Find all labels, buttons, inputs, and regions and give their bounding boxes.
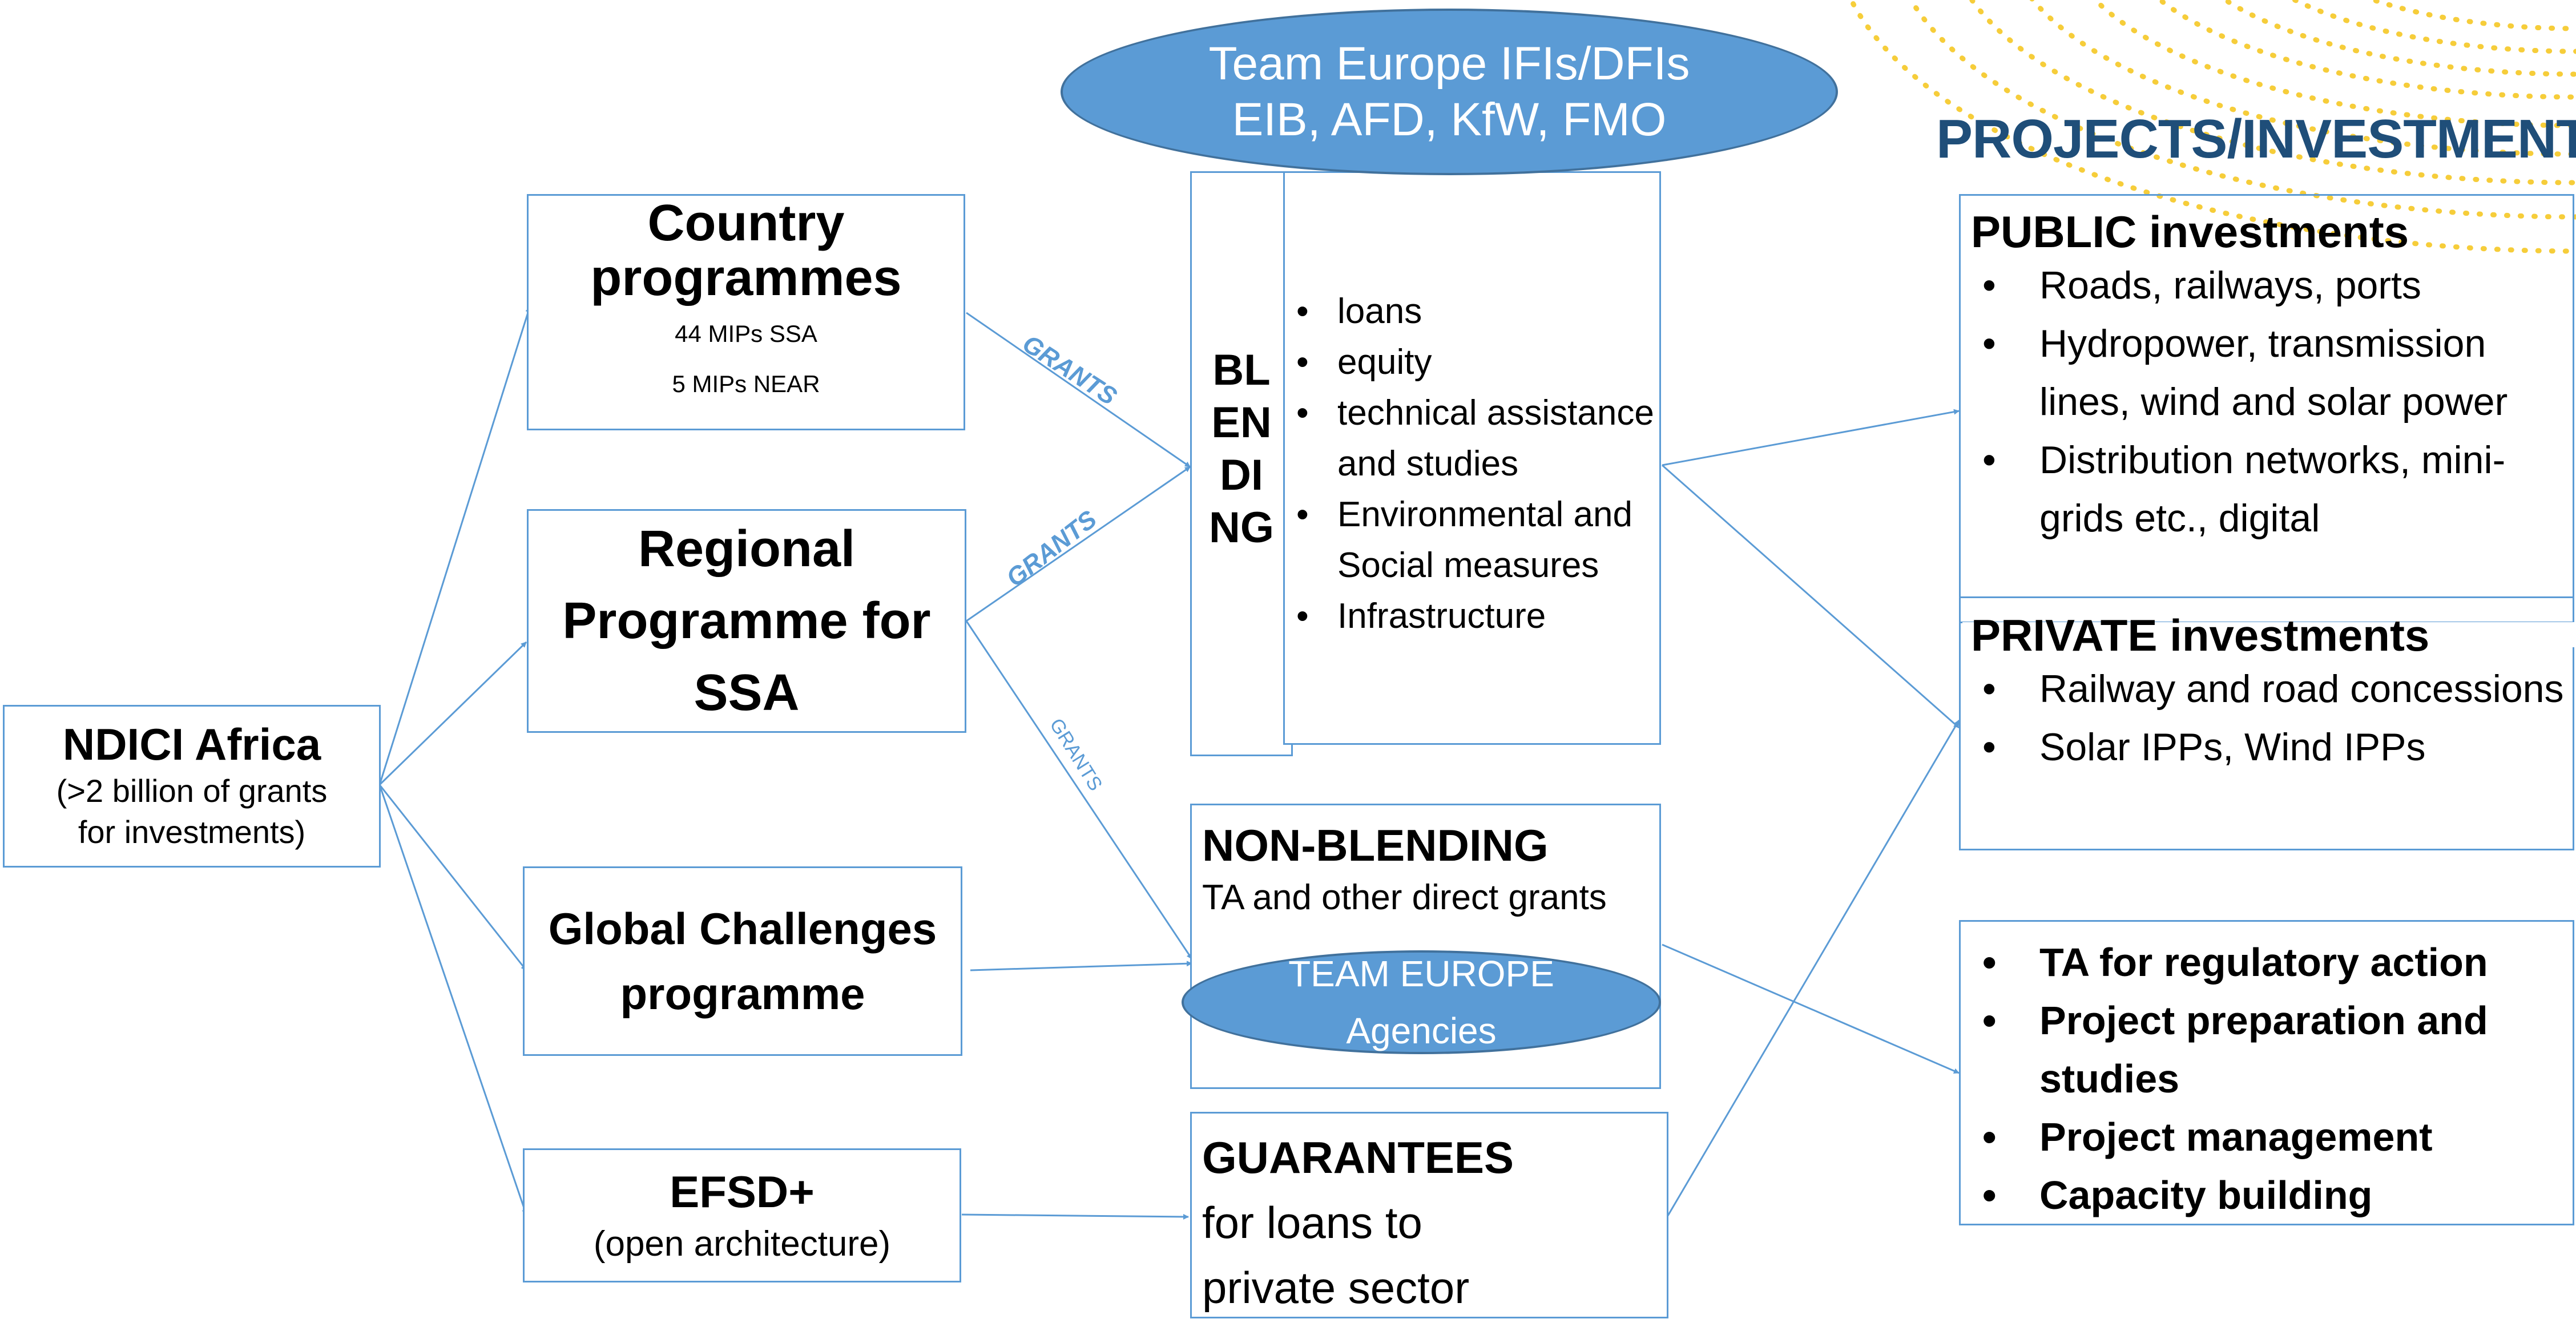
guarantees-bold: GUARANTEES bbox=[1202, 1132, 1514, 1183]
country-title-1: Country bbox=[647, 195, 845, 252]
arrow-country-blending bbox=[966, 312, 1191, 468]
team-europe-ifis-ellipse: Team Europe IFIs/DFIs EIB, AFD, KfW, FMO bbox=[1061, 9, 1838, 175]
arrow-guarantees-private bbox=[1667, 720, 1960, 1216]
ta-item: TA for regulatory action bbox=[1971, 933, 2573, 991]
guarantees-text: GUARANTEES for loans to private sector bbox=[1202, 1125, 1567, 1320]
blending-items-list: loans equity technical assistance and st… bbox=[1285, 286, 1659, 642]
blending-label-box: BL EN DI NG bbox=[1190, 171, 1293, 756]
guarantees-box: GUARANTEES for loans to private sector bbox=[1190, 1112, 1668, 1318]
arrow-nonblending-ta bbox=[1662, 943, 1960, 1074]
global-title-1: Global Challenges bbox=[548, 904, 937, 954]
arrow-efsd-guarantees bbox=[961, 1213, 1189, 1220]
blending-item: loans bbox=[1285, 286, 1659, 337]
ifis-line-1: Team Europe IFIs/DFIs bbox=[1208, 38, 1690, 90]
efsd-title: EFSD+ bbox=[670, 1166, 815, 1217]
blending-letter: EN bbox=[1211, 398, 1272, 447]
blending-item: Infrastructure bbox=[1285, 591, 1659, 642]
ifis-line-2: EIB, AFD, KfW, FMO bbox=[1232, 94, 1667, 146]
private-items-list: Railway and road concessions Solar IPPs,… bbox=[1971, 660, 2573, 776]
ta-items-list: TA for regulatory action Project prepara… bbox=[1971, 933, 2573, 1224]
team-europe-agencies-ellipse: TEAM EUROPE Agencies bbox=[1182, 950, 1661, 1054]
private-item: Railway and road concessions bbox=[1971, 660, 2573, 718]
arrow-regional-blending bbox=[966, 466, 1191, 622]
regional-title-2: Programme for bbox=[562, 592, 931, 650]
regional-title-1: Regional bbox=[638, 521, 856, 578]
technical-assistance-box: TA for regulatory action Project prepara… bbox=[1959, 920, 2574, 1225]
blending-letters: BL EN DI NG bbox=[1192, 344, 1291, 554]
efsd-subtitle: (open architecture) bbox=[593, 1224, 891, 1264]
grants-label-country: GRANTS bbox=[1018, 329, 1122, 410]
public-item: Distribution networks, mini-grids etc., … bbox=[1971, 431, 2573, 547]
regional-title-3: SSA bbox=[694, 664, 800, 721]
non-blending-title: NON-BLENDING bbox=[1202, 820, 1549, 870]
ndici-title: NDICI Africa bbox=[62, 719, 321, 769]
blending-item: Environmental and Social measures bbox=[1285, 489, 1659, 591]
arrow-ndici-regional bbox=[378, 641, 527, 786]
public-item: Roads, railways, ports bbox=[1971, 256, 2573, 314]
ndici-africa-box: NDICI Africa (>2 billion of grants for i… bbox=[3, 705, 381, 868]
global-challenges-box: Global Challenges programme bbox=[523, 866, 962, 1056]
country-detail-2: 5 MIPs NEAR bbox=[672, 370, 820, 397]
efsd-box: EFSD+ (open architecture) bbox=[523, 1148, 961, 1282]
blending-letter: NG bbox=[1209, 503, 1274, 552]
blending-letter: DI bbox=[1220, 451, 1263, 499]
arrow-blending-private bbox=[1662, 464, 1960, 729]
ndici-subtitle-2: for investments) bbox=[78, 814, 306, 850]
arrow-global-nonblending bbox=[970, 961, 1192, 971]
private-title: PRIVATE investments bbox=[1971, 610, 2430, 660]
regional-programme-box: Regional Programme for SSA bbox=[527, 509, 966, 733]
blending-item: technical assistance and studies bbox=[1285, 388, 1659, 489]
non-blending-subtitle: TA and other direct grants bbox=[1202, 878, 1607, 917]
private-investments-box: PRIVATE investments Railway and road con… bbox=[1959, 596, 2574, 850]
public-investments-box: PUBLIC investments Roads, railways, port… bbox=[1959, 194, 2574, 623]
guarantees-rest: for loans to private sector bbox=[1202, 1197, 1470, 1313]
blending-items-box: loans equity technical assistance and st… bbox=[1283, 171, 1661, 745]
grants-label-nonblending: GRANTS bbox=[1045, 715, 1106, 794]
public-item: Hydropower, transmission lines, wind and… bbox=[1971, 314, 2573, 431]
public-title: PUBLIC investments bbox=[1971, 207, 2409, 257]
public-items-list: Roads, railways, ports Hydropower, trans… bbox=[1971, 256, 2573, 547]
country-programmes-box: Country programmes 44 MIPs SSA 5 MIPs NE… bbox=[527, 194, 965, 430]
ta-item: Project management bbox=[1971, 1108, 2573, 1166]
ndici-subtitle-1: (>2 billion of grants bbox=[56, 772, 328, 809]
arrow-ndici-country bbox=[378, 306, 531, 785]
private-item: Solar IPPs, Wind IPPs bbox=[1971, 718, 2573, 776]
country-title-2: programmes bbox=[590, 249, 902, 306]
arrow-regional-nonblending bbox=[965, 620, 1193, 959]
arrow-ndici-global bbox=[378, 784, 527, 971]
country-detail-1: 44 MIPs SSA bbox=[675, 320, 817, 347]
blending-item: equity bbox=[1285, 337, 1659, 388]
blending-letter: BL bbox=[1212, 346, 1271, 394]
private-cover bbox=[1962, 622, 2574, 647]
agencies-line-1: TEAM EUROPE bbox=[1288, 953, 1554, 994]
ta-item: Capacity building bbox=[1971, 1166, 2573, 1224]
grants-label-regional: GRANTS bbox=[1001, 505, 1102, 592]
projects-heading: PROJECTS/INVESTMENTS bbox=[1936, 108, 2576, 170]
agencies-line-2: Agencies bbox=[1346, 1010, 1497, 1051]
ta-item: Project preparation and studies bbox=[1971, 991, 2573, 1108]
arrow-blending-public bbox=[1662, 409, 1960, 466]
global-title-2: programme bbox=[620, 969, 865, 1019]
arrow-ndici-efsd bbox=[378, 784, 527, 1215]
